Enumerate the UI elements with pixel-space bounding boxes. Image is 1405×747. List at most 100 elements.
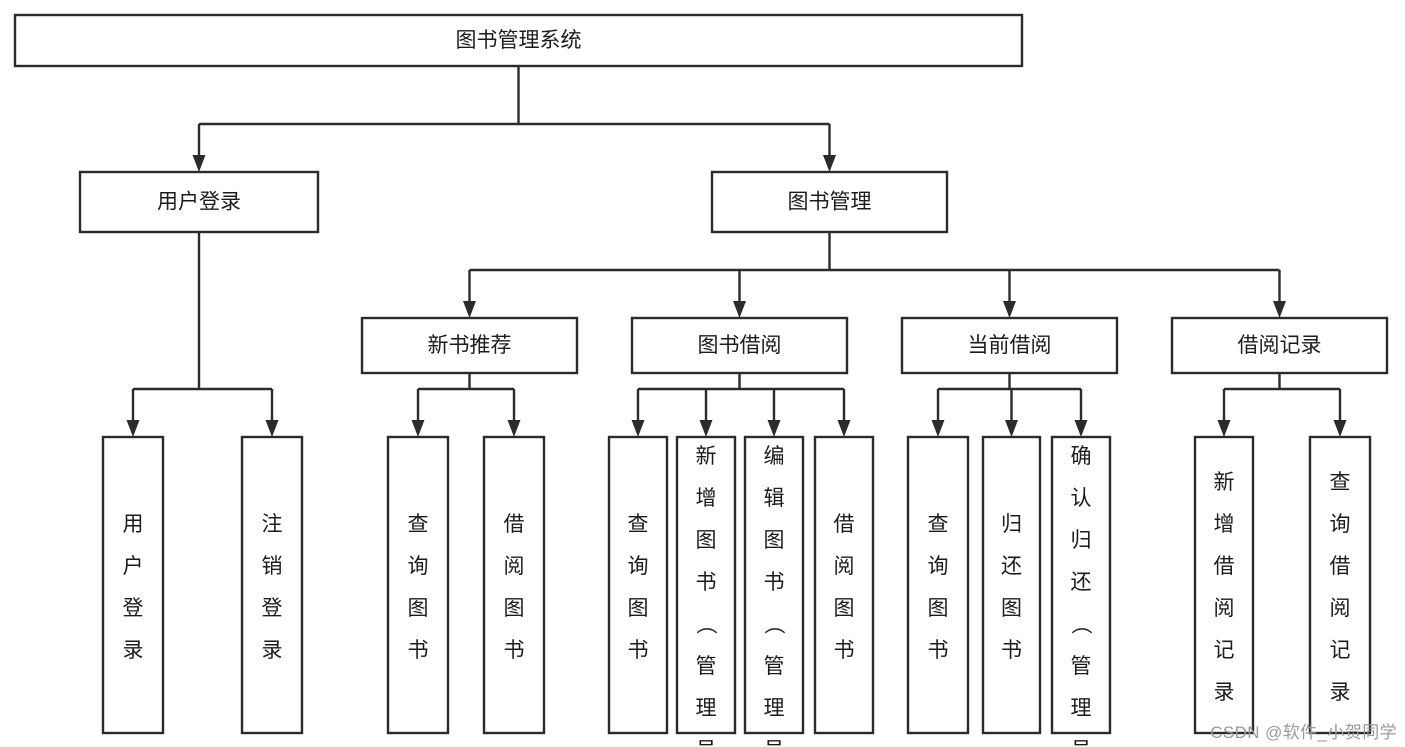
node-label-char: （	[694, 614, 717, 635]
node-label-char: 图	[696, 529, 717, 552]
node-label-char: 书	[408, 639, 429, 662]
node-label: 用户登录	[157, 191, 241, 214]
node-label-char: 登	[123, 597, 144, 620]
node-label-char: 图	[764, 529, 785, 552]
node-label-char: 借	[1330, 555, 1351, 578]
arrow-head-icon	[507, 420, 521, 437]
node-label: 借阅记录	[1238, 334, 1322, 357]
node-root[interactable]: 图书管理系统	[13, 13, 1024, 68]
node-label: 新书推荐	[428, 334, 512, 357]
node-label-char: 录	[262, 639, 283, 662]
node-label-char: 新	[1214, 471, 1235, 494]
node-label-char: 归	[1001, 513, 1022, 536]
node-label-char: 记	[1330, 639, 1351, 662]
node-box	[710, 170, 949, 234]
node-label-char: 确	[1071, 445, 1092, 468]
node-label-char: 用	[123, 513, 144, 536]
node-label-char: 理	[764, 697, 785, 720]
arrow-head-icon	[126, 420, 140, 437]
node-box	[630, 316, 849, 375]
node-label-char: 管	[764, 655, 785, 678]
arrow-head-icon	[733, 301, 746, 318]
node-label-char: 查	[408, 513, 429, 536]
node-box	[1308, 435, 1372, 735]
arrow-head-icon	[931, 420, 945, 437]
node-box	[743, 435, 805, 735]
node-label: 图书管理系统	[456, 29, 582, 52]
arrow-head-icon	[837, 420, 851, 437]
node-label-char: 查	[1330, 471, 1351, 494]
node-leaf-user-login[interactable]: 用户登录	[101, 435, 165, 735]
node-label-char: 记	[1214, 639, 1235, 662]
arrow-head-icon	[1273, 301, 1286, 318]
node-box	[482, 435, 546, 735]
node-label-char: 归	[1071, 529, 1092, 552]
node-label-char: 阅	[1330, 597, 1351, 620]
node-n-book-borrow[interactable]: 图书借阅	[630, 316, 849, 375]
node-label-char: 户	[123, 555, 144, 578]
node-label-char: 书	[696, 571, 717, 594]
arrow-head-icon	[1333, 420, 1347, 437]
node-label-char: 书	[504, 639, 525, 662]
node-label-char: 登	[262, 597, 283, 620]
node-box	[101, 435, 165, 735]
csdn-watermark: CSDN @软件_小贺同学	[1210, 723, 1397, 742]
node-n-borrow-record[interactable]: 借阅记录	[1170, 316, 1389, 375]
arrow-head-icon	[463, 301, 476, 318]
node-label-char: 管	[696, 655, 717, 678]
node-box	[900, 316, 1119, 375]
node-label-char: （	[1069, 614, 1092, 635]
arrow-head-icon	[1074, 420, 1088, 437]
node-label-char: 员	[696, 739, 717, 747]
node-label-char: 新	[696, 445, 717, 468]
node-box	[1193, 435, 1255, 735]
node-label: 图书借阅	[698, 334, 782, 357]
node-label-char: 借	[834, 513, 855, 536]
node-label-char: 员	[764, 739, 785, 747]
connector-layer	[126, 66, 1347, 437]
node-label-char: 认	[1071, 487, 1092, 510]
node-label-char: （	[762, 614, 785, 635]
node-label-char: 阅	[504, 555, 525, 578]
arrow-head-icon	[192, 155, 206, 172]
node-label-char: 录	[1330, 681, 1351, 704]
node-label-char: 增	[696, 487, 717, 510]
node-box	[813, 435, 875, 735]
node-label-char: 理	[696, 697, 717, 720]
node-label-char: 图	[504, 597, 525, 620]
node-label-char: 录	[123, 639, 144, 662]
node-box	[906, 435, 970, 735]
node-label-char: 销	[262, 555, 283, 578]
arrow-head-icon	[767, 420, 781, 437]
node-box	[78, 170, 320, 234]
node-box	[240, 435, 304, 735]
node-box	[981, 435, 1042, 735]
node-box	[13, 13, 1024, 68]
node-box	[1170, 316, 1389, 375]
node-n-new-book-rec[interactable]: 新书推荐	[360, 316, 579, 375]
node-n-user-login[interactable]: 用户登录	[78, 170, 320, 234]
node-label-char: 书	[1001, 639, 1022, 662]
node-label-char: 查	[928, 513, 949, 536]
node-box	[386, 435, 450, 735]
node-n-current-borrow[interactable]: 当前借阅	[900, 316, 1119, 375]
node-n-book-manage[interactable]: 图书管理	[710, 170, 949, 234]
node-label-char: 图	[928, 597, 949, 620]
arrow-head-icon	[1005, 420, 1018, 437]
arrow-head-icon	[699, 420, 713, 437]
node-label-char: 增	[1214, 513, 1235, 536]
